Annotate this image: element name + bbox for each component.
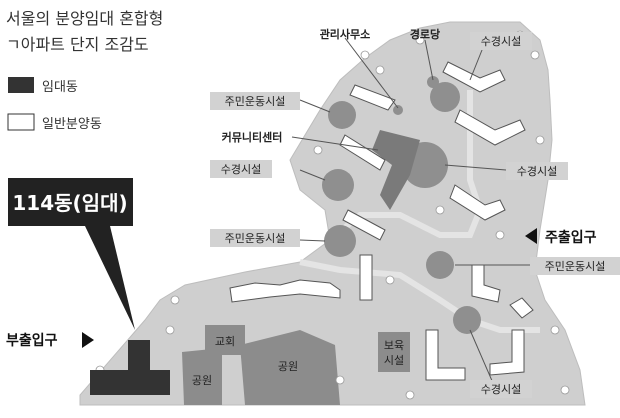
water-circle	[328, 101, 356, 129]
apartment-building	[359, 254, 373, 301]
label-bg	[470, 32, 532, 50]
apartment-building	[509, 297, 534, 319]
tree	[360, 50, 370, 60]
map-title-line1: 서울의 분양임대 혼합형	[6, 9, 163, 28]
main-entrance-label: 주출입구	[545, 229, 597, 246]
map-title-line2: ㄱ아파트 단지 조감도	[6, 35, 149, 54]
rental-building-114	[90, 340, 170, 395]
tree	[530, 50, 540, 60]
tree	[375, 65, 385, 75]
callout-pointer	[85, 226, 135, 330]
tree	[405, 390, 415, 400]
water-circle	[324, 225, 356, 257]
label-community-center: 커뮤니티센터	[222, 130, 283, 144]
childcare-block	[378, 332, 410, 372]
label-management-office: 관리사무소	[320, 27, 371, 41]
tree	[313, 145, 323, 155]
apartment-building	[349, 84, 396, 111]
water-circle	[393, 105, 403, 115]
label-sports-3: 주민운동시설	[545, 260, 606, 273]
water-circle	[430, 82, 460, 112]
legend-general-swatch	[7, 113, 35, 131]
label-park-small: 공원	[192, 374, 212, 387]
sub-entrance-arrow-icon	[82, 332, 94, 348]
label-bg	[506, 162, 568, 180]
tree	[435, 205, 445, 215]
apartment-building	[442, 61, 506, 93]
label-landscape-2: 수경시설	[221, 163, 261, 176]
label-sports-1: 주민운동시설	[225, 95, 286, 108]
label-sports-2: 주민운동시설	[225, 232, 286, 245]
tree	[535, 135, 545, 145]
apartment-building	[342, 209, 386, 241]
callout-label: 114동(임대)	[12, 191, 127, 215]
label-landscape-1: 수경시설	[481, 35, 521, 48]
label-bg	[210, 229, 300, 247]
apartment-building	[454, 109, 526, 146]
apartment-building	[449, 184, 506, 221]
label-park-large: 공원	[278, 360, 298, 373]
label-senior-center: 경로당	[410, 27, 440, 41]
label-bg	[210, 92, 300, 110]
legend-rental-label: 임대동	[42, 80, 78, 95]
legend-general-label: 일반분양동	[42, 117, 102, 132]
label-church: 교회	[215, 335, 235, 348]
trees	[95, 30, 570, 400]
label-landscape-3: 수경시설	[517, 165, 557, 178]
tree	[550, 325, 560, 335]
tree	[415, 35, 425, 45]
park-large-block	[240, 330, 340, 405]
tree	[170, 295, 180, 305]
label-bg	[530, 257, 620, 275]
park-small-block	[182, 348, 222, 405]
callout-114: 114동(임대)	[8, 178, 135, 330]
label-landscape-4: 수경시설	[481, 383, 521, 396]
callout-box	[8, 178, 133, 226]
label-childcare-2: 시설	[384, 354, 404, 367]
internal-road	[299, 259, 540, 333]
apartment-building	[339, 134, 386, 171]
apartment-building	[425, 329, 466, 381]
main-entrance-arrow-icon	[525, 228, 537, 244]
label-childcare-1: 보육	[384, 339, 404, 352]
apartment-building	[229, 279, 341, 303]
sub-entrance-label: 부출입구	[6, 332, 58, 349]
water-circle	[453, 306, 481, 334]
tree	[165, 325, 175, 335]
tree	[335, 375, 345, 385]
community-center-block	[372, 130, 420, 210]
legend-rental-swatch	[8, 77, 34, 93]
label-bg	[470, 380, 532, 398]
tree	[385, 275, 395, 285]
water-circle	[322, 169, 354, 201]
tree	[495, 230, 505, 240]
water-circle	[426, 251, 454, 279]
tree	[560, 385, 570, 395]
general-buildings	[229, 61, 534, 381]
label-bg	[210, 160, 272, 178]
